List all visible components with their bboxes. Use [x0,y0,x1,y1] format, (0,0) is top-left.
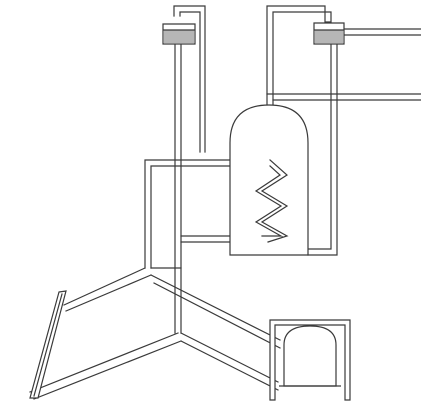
collector-lower-pipe [150,274,281,349]
collector-flow-pipe-left [174,43,182,334]
cylinder-body [229,104,309,256]
boiler-casing [269,319,351,401]
hot-outlet-pipe [266,93,421,101]
collector-frame-line [33,293,63,397]
pipe-network [29,5,421,400]
left-expansion-tank [162,23,196,45]
boiler-firebox-arch [283,325,337,387]
boiler-unit [269,319,351,401]
cold-feed-pipe [342,28,421,36]
solar-collector [29,290,67,399]
right-expansion-tank [313,22,345,45]
right-return-pipe [307,43,338,256]
right-tank-loop-pipe [266,5,332,108]
left-tank-riser-pipe [173,5,206,153]
right-tank-water [315,30,343,43]
hot-water-cylinder [229,104,309,256]
collector-bottom-pipe [29,332,279,400]
collector-upper-pipe [63,267,182,312]
primary-flow-pipe [144,159,271,269]
cylinder-coil [254,159,289,243]
left-tank-water [164,30,194,43]
